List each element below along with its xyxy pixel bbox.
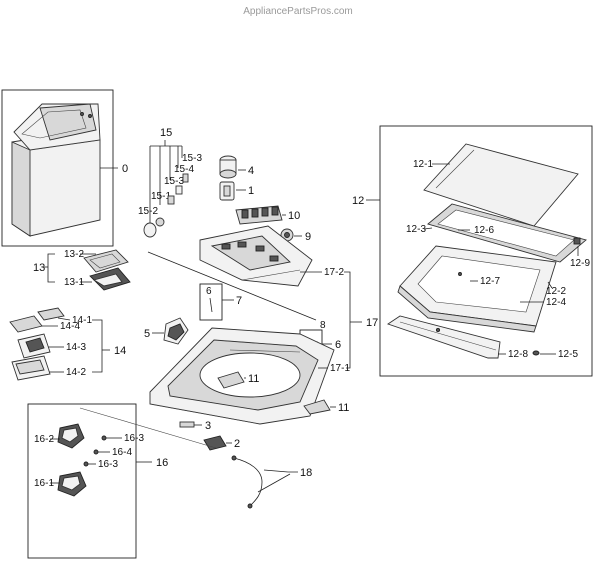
- callout-17: 17: [366, 317, 378, 329]
- callout-12-6: 12-6: [474, 225, 494, 236]
- callout-18: 18: [300, 467, 312, 479]
- callout-2: 2: [234, 438, 240, 450]
- callout-14-3: 14-3: [66, 342, 86, 353]
- callout-17-1: 17-1: [330, 363, 350, 374]
- callout-17-2: 17-2: [324, 267, 344, 278]
- part-12-1-glass-lid: [423, 143, 579, 227]
- callout-7: 7: [236, 295, 242, 307]
- callout-15-2: 15-2: [138, 206, 158, 217]
- callout-14-4: 14-4: [60, 321, 80, 332]
- callout-11-right: 11: [338, 402, 349, 414]
- callout-0: 0: [122, 163, 128, 175]
- box-part-7: [199, 283, 223, 321]
- part-11-hinge-right: [303, 399, 331, 415]
- bracket-17: [344, 271, 351, 369]
- part-2-switch: [203, 435, 227, 451]
- callout-1: 1: [248, 185, 254, 197]
- callout-13-1: 13-1: [64, 277, 84, 288]
- callout-15-3: 15-3: [164, 176, 184, 187]
- callout-13: 13: [33, 262, 45, 274]
- part-12-5-screw: [532, 350, 540, 356]
- callout-8: 8: [320, 320, 326, 331]
- part-14-drawers: [9, 307, 65, 381]
- callout-15-4: 15-4: [174, 164, 194, 175]
- part-15-bearing-stack: [143, 173, 189, 238]
- callout-16-3-top: 16-3: [124, 433, 144, 444]
- callout-16: 16: [156, 457, 168, 469]
- part-5-softener-cup: [163, 317, 189, 345]
- callout-10: 10: [288, 210, 300, 222]
- callout-6-in-8: 6: [335, 339, 341, 351]
- callout-13-2: 13-2: [64, 249, 84, 260]
- part-12-4-lid-outer-frame: [397, 245, 557, 333]
- callout-16-2: 16-2: [34, 434, 54, 445]
- callout-16-3-bottom: 16-3: [98, 459, 118, 470]
- callout-15-3-top: 15-3: [182, 153, 202, 164]
- callout-12-2: 12-2: [546, 286, 566, 297]
- part-11-hinge-left: [217, 371, 245, 389]
- callout-16-4: 16-4: [112, 447, 132, 458]
- callout-12-1: 12-1: [413, 159, 433, 170]
- callout-3: 3: [205, 420, 211, 432]
- part-10-knob-array: [235, 205, 283, 225]
- callout-12-5: 12-5: [558, 349, 578, 360]
- callout-9: 9: [305, 231, 311, 243]
- callout-12-4: 12-4: [546, 297, 566, 308]
- callout-14-1: 14-1: [72, 315, 92, 326]
- part-1-actuator: [219, 181, 235, 201]
- callout-12-8: 12-8: [508, 349, 528, 360]
- callout-12: 12: [352, 195, 364, 207]
- callout-4: 4: [248, 165, 254, 177]
- callout-12-3: 12-3: [406, 224, 426, 235]
- callout-15: 15: [160, 127, 172, 139]
- watermark-text: AppliancePartsPros.com: [243, 6, 353, 17]
- box-part-16: [27, 403, 137, 559]
- leader-13-to-panel: [147, 251, 317, 321]
- part-18-wire-harness: [231, 455, 263, 509]
- callout-16-1: 16-1: [34, 478, 54, 489]
- leader-16-to-cover: [79, 407, 217, 449]
- callout-14: 14: [114, 345, 126, 357]
- callout-5: 5: [144, 328, 150, 340]
- washer-cabinet-drawing: [11, 103, 101, 237]
- part-3-clip: [179, 421, 195, 428]
- part-12-8-lid-handle: [386, 315, 501, 359]
- part-4-cap: [219, 155, 237, 179]
- box-part-12: [379, 125, 593, 377]
- callout-15-1: 15-1: [151, 191, 171, 202]
- callout-12-7: 12-7: [480, 276, 500, 287]
- callout-6-in-7: 6: [206, 286, 212, 297]
- callout-11-left: 11: [248, 373, 259, 385]
- part-16-1-lower-bracket: [57, 471, 87, 497]
- callout-12-9: 12-9: [570, 258, 590, 269]
- callout-14-2: 14-2: [66, 367, 86, 378]
- part-12-9-hinge-pin: [573, 237, 581, 245]
- part-13-dispenser: [83, 249, 131, 291]
- part-16-2-upper-bracket: [57, 423, 85, 449]
- part-17-2-control-panel: [199, 225, 313, 287]
